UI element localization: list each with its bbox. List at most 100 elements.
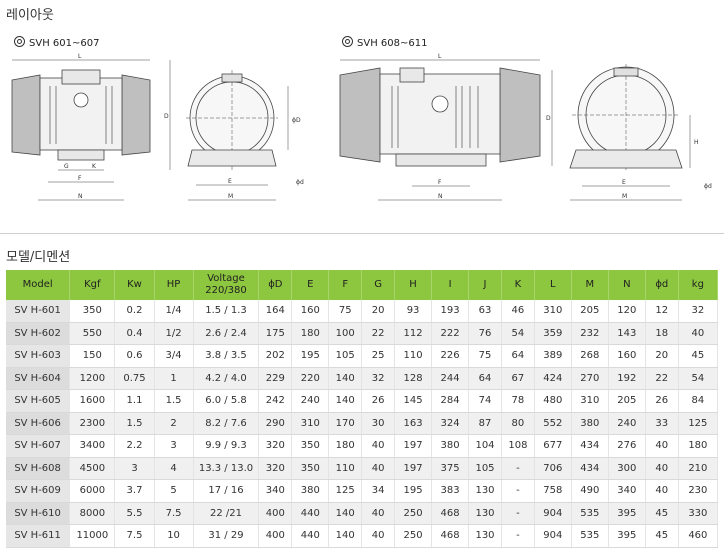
table-cell: 2300: [69, 412, 116, 435]
table-cell: 440: [291, 524, 330, 548]
model-name-cell: SV H-606: [6, 412, 71, 435]
table-cell: 904: [534, 502, 572, 525]
model-name-cell: SV H-608: [6, 457, 71, 480]
table-cell: 300: [608, 457, 646, 480]
table-cell: 20: [361, 300, 396, 323]
table-cell: 375: [431, 457, 470, 480]
table-cell: 140: [328, 389, 363, 413]
table-cell: 552: [534, 412, 572, 435]
table-cell: 232: [571, 322, 609, 345]
dim-N-label-right: N: [438, 193, 443, 200]
drawing-label-left: SVH 601~607: [14, 36, 99, 49]
table-cell: 195: [394, 479, 433, 503]
table-cell: 110: [394, 344, 433, 368]
table-cell: 320: [258, 457, 293, 480]
table-cell: 460: [678, 524, 719, 548]
table-cell: 284: [431, 389, 470, 413]
table-cell: 6.0 / 5.8: [193, 389, 260, 413]
table-cell: 45: [678, 344, 719, 368]
dim-K-label: K: [92, 163, 97, 170]
table-cell: 40: [645, 457, 679, 480]
dim-H-label-right: H: [694, 139, 699, 146]
table-cell: 244: [431, 367, 470, 390]
table-cell: 108: [501, 434, 535, 458]
table-cell: 1.5: [114, 412, 155, 435]
table-cell: 8000: [69, 502, 116, 525]
table-cell: 34: [361, 479, 396, 503]
table-cell: 11000: [69, 524, 116, 548]
table-cell: 40: [678, 322, 719, 345]
table-cell: 63: [468, 300, 502, 323]
table-cell: 4: [154, 457, 194, 480]
table-cell: 1: [154, 367, 194, 390]
table-cell: 84: [678, 389, 719, 413]
table-header-cell: F: [328, 270, 363, 300]
table-cell: 380: [571, 412, 609, 435]
left-side-view: L F N K G D: [11, 53, 171, 201]
table-cell: 130: [468, 524, 502, 548]
table-cell: 40: [645, 434, 679, 458]
table-cell: 468: [431, 524, 470, 548]
table-cell: 535: [571, 502, 609, 525]
table-cell: 1600: [69, 389, 116, 413]
table-cell: -: [501, 457, 535, 480]
table-cell: 340: [258, 479, 293, 503]
table-cell: 18: [645, 322, 679, 345]
table-cell: 100: [328, 322, 363, 345]
table-cell: 130: [468, 479, 502, 503]
table-cell: 197: [394, 457, 433, 480]
table-cell: 120: [608, 300, 646, 323]
table-cell: 350: [291, 457, 330, 480]
drawing-label-right: SVH 608~611: [342, 36, 427, 49]
table-cell: 1.1: [114, 389, 155, 413]
table-cell: 130: [468, 502, 502, 525]
model-name-cell: SV H-607: [6, 434, 71, 458]
table-cell: 54: [678, 367, 719, 390]
table-cell: 40: [361, 524, 396, 548]
table-cell: 310: [534, 300, 572, 323]
table-cell: 3.7: [114, 479, 155, 503]
table-cell: 22: [361, 322, 396, 345]
table-cell: 32: [678, 300, 719, 323]
table-cell: 150: [69, 344, 116, 368]
table-cell: 140: [328, 367, 363, 390]
table-cell: 3400: [69, 434, 116, 458]
table-cell: 93: [394, 300, 433, 323]
right-side-view: L F N D: [339, 53, 553, 201]
table-cell: 250: [394, 524, 433, 548]
table-cell: 125: [678, 412, 719, 435]
table-cell: 10: [154, 524, 194, 548]
table-cell: 310: [291, 412, 330, 435]
drawing-label-right-text: SVH 608~611: [357, 38, 428, 49]
table-cell: 3: [154, 434, 194, 458]
table-cell: 324: [431, 412, 470, 435]
table-cell: 395: [608, 502, 646, 525]
table-cell: 400: [258, 524, 293, 548]
table-cell: 202: [258, 344, 293, 368]
table-cell: 197: [394, 434, 433, 458]
table-cell: 242: [258, 389, 293, 413]
left-front-view: E M ϕD ϕd: [186, 70, 304, 201]
table-cell: 128: [394, 367, 433, 390]
table-cell: 12: [645, 300, 679, 323]
table-cell: 46: [501, 300, 535, 323]
table-cell: 210: [678, 457, 719, 480]
table-cell: 26: [361, 389, 396, 413]
table-cell: 389: [534, 344, 572, 368]
model-name-cell: SV H-611: [6, 524, 71, 548]
dim-D-label-right: D: [546, 115, 551, 122]
table-cell: 22: [645, 367, 679, 390]
table-header-cell: kg: [678, 270, 719, 300]
dim-E-label-right: E: [622, 179, 626, 186]
right-front-view: E M H ϕd: [569, 64, 712, 201]
table-cell: 74: [468, 389, 502, 413]
dim-G-label: G: [64, 163, 69, 170]
dim-M-label-right: M: [622, 193, 627, 200]
table-cell: 40: [361, 502, 396, 525]
circle-target-icon: [342, 36, 353, 47]
table-cell: 33: [645, 412, 679, 435]
